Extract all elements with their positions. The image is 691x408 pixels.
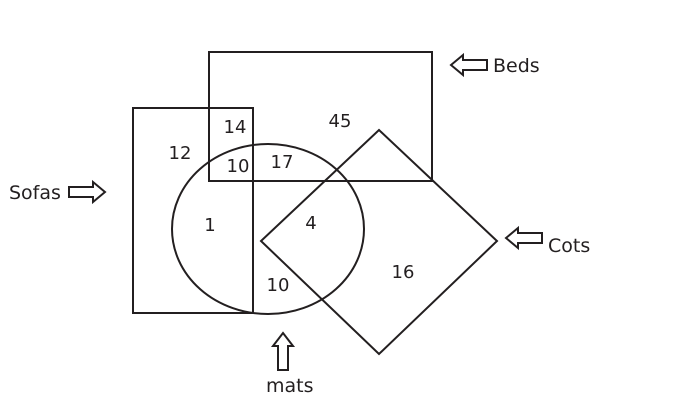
region-sofas-beds: 14: [224, 117, 247, 138]
region-sofas-beds-mats: 10: [227, 156, 250, 177]
cots-set-diamond: [259, 128, 499, 356]
mats-label: mats: [266, 375, 314, 397]
region-beds-mats: 17: [271, 152, 294, 173]
beds-label: Beds: [493, 55, 540, 77]
sofas-arrow-icon: [68, 179, 107, 205]
region-sofas-only: 12: [169, 143, 192, 164]
region-mats-cots: 4: [305, 213, 316, 234]
sofas-label: Sofas: [9, 182, 61, 204]
region-beds-only: 45: [329, 111, 352, 132]
sofas-set-rectangle: [132, 107, 254, 314]
beds-arrow-icon: [449, 52, 488, 78]
beds-set-rectangle: [208, 51, 433, 182]
region-mats-only: 10: [267, 275, 290, 296]
cots-arrow-icon: [504, 225, 543, 251]
cots-label: Cots: [548, 235, 590, 257]
region-cots-only: 16: [392, 262, 415, 283]
mats-set-circle: [171, 143, 365, 315]
mats-arrow-icon: [270, 331, 296, 371]
region-sofas-mats: 1: [204, 215, 215, 236]
